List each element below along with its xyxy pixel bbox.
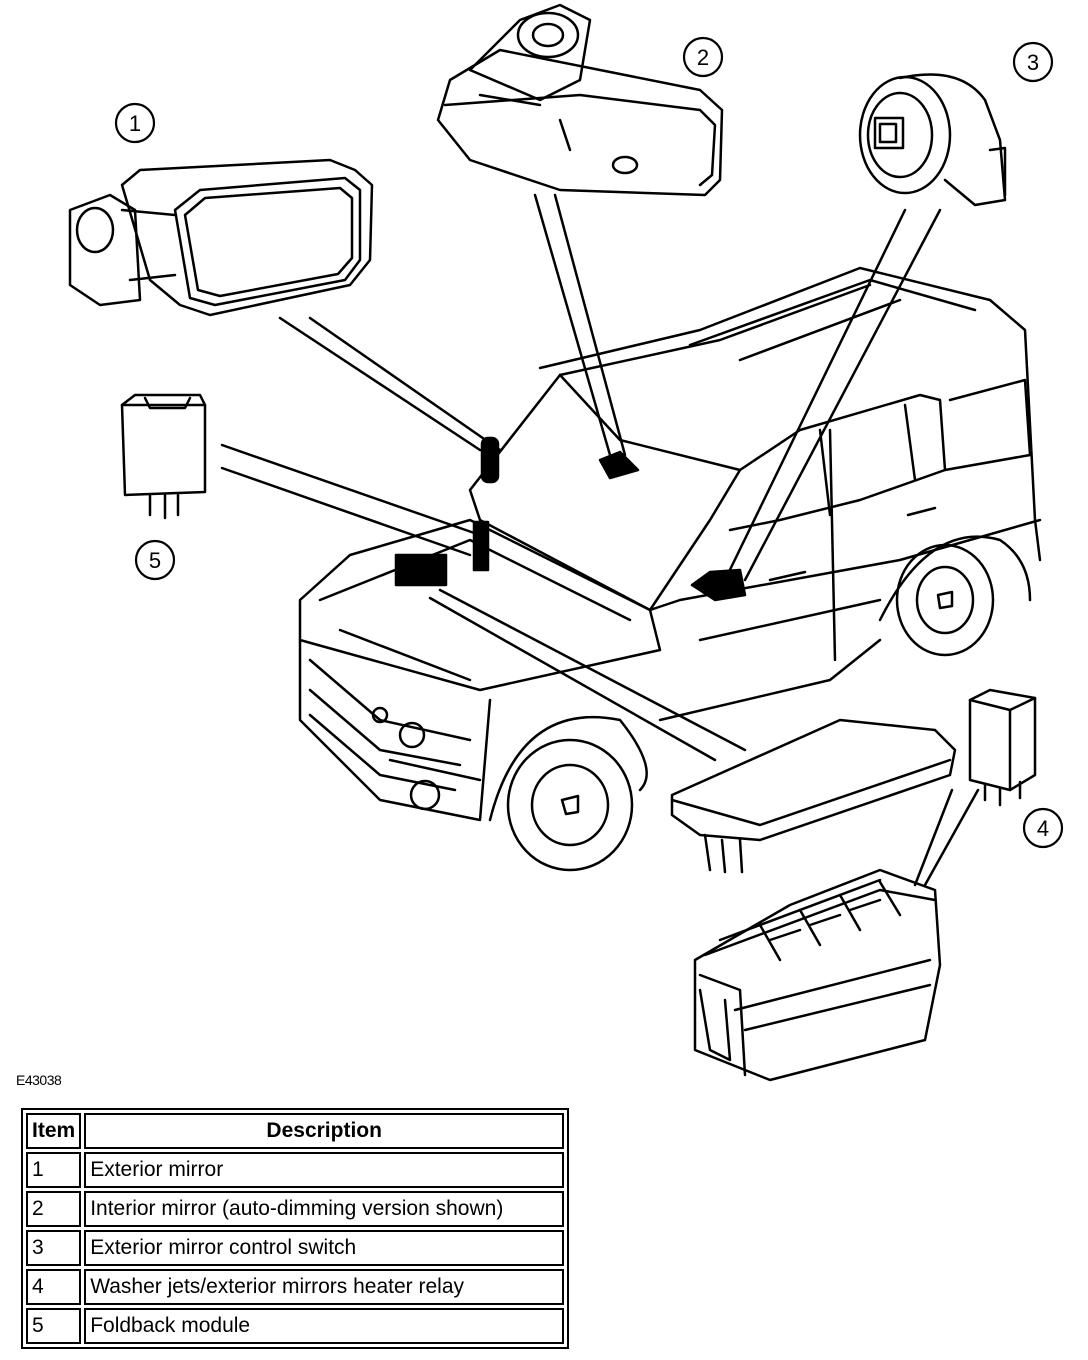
leader-lines xyxy=(220,193,980,887)
legend-item-number: 3 xyxy=(26,1230,82,1266)
callout-circle-5 xyxy=(134,539,176,581)
fuse-box-part xyxy=(693,868,942,1082)
mirror-control-switch-part xyxy=(858,73,1007,207)
component-location-illustration: 1 2 3 4 5 xyxy=(68,3,1064,1082)
legend-header-description: Description xyxy=(84,1113,565,1149)
callout-label-4: 4 xyxy=(1037,816,1049,841)
legend-item-number: 4 xyxy=(26,1269,82,1305)
legend-row: 1 Exterior mirror xyxy=(26,1152,565,1188)
callout-label-3: 3 xyxy=(1027,50,1039,75)
legend-row: 4 Washer jets/exterior mirrors heater re… xyxy=(26,1269,565,1305)
foldback-module-part xyxy=(120,393,207,520)
vehicle-drawing xyxy=(298,266,1042,872)
legend-item-number: 2 xyxy=(26,1191,82,1227)
legend-row: 5 Foldback module xyxy=(26,1308,565,1344)
legend-item-description: Foldback module xyxy=(84,1308,565,1344)
fuse-box-cover-part xyxy=(670,718,957,874)
relay-part xyxy=(968,688,1037,807)
legend-row: 2 Interior mirror (auto-dimming version … xyxy=(26,1191,565,1227)
legend-header-item: Item xyxy=(26,1113,82,1149)
legend-item-description: Interior mirror (auto-dimming version sh… xyxy=(84,1191,565,1227)
callout-label-2: 2 xyxy=(697,45,709,70)
legend-item-number: 1 xyxy=(26,1152,82,1188)
figure-id: E43038 xyxy=(16,1072,62,1088)
callout-circle-4 xyxy=(1022,807,1064,849)
callout-circle-1 xyxy=(114,102,156,144)
callout-circle-2 xyxy=(682,36,724,78)
legend-item-number: 5 xyxy=(26,1308,82,1344)
callout-label-5: 5 xyxy=(149,548,161,573)
legend-table: Item Description 1 Exterior mirror 2 Int… xyxy=(21,1108,570,1349)
exterior-mirror-part xyxy=(68,158,374,317)
callout-circles xyxy=(114,36,1064,849)
legend-header-row: Item Description xyxy=(26,1113,565,1149)
legend-item-description: Exterior mirror control switch xyxy=(84,1230,565,1266)
callout-circle-3 xyxy=(1012,41,1054,83)
legend-item-description: Exterior mirror xyxy=(84,1152,565,1188)
interior-mirror-part xyxy=(436,3,724,197)
legend-item-description: Washer jets/exterior mirrors heater rela… xyxy=(84,1269,565,1305)
legend-row: 3 Exterior mirror control switch xyxy=(26,1230,565,1266)
callout-label-1: 1 xyxy=(129,111,141,136)
